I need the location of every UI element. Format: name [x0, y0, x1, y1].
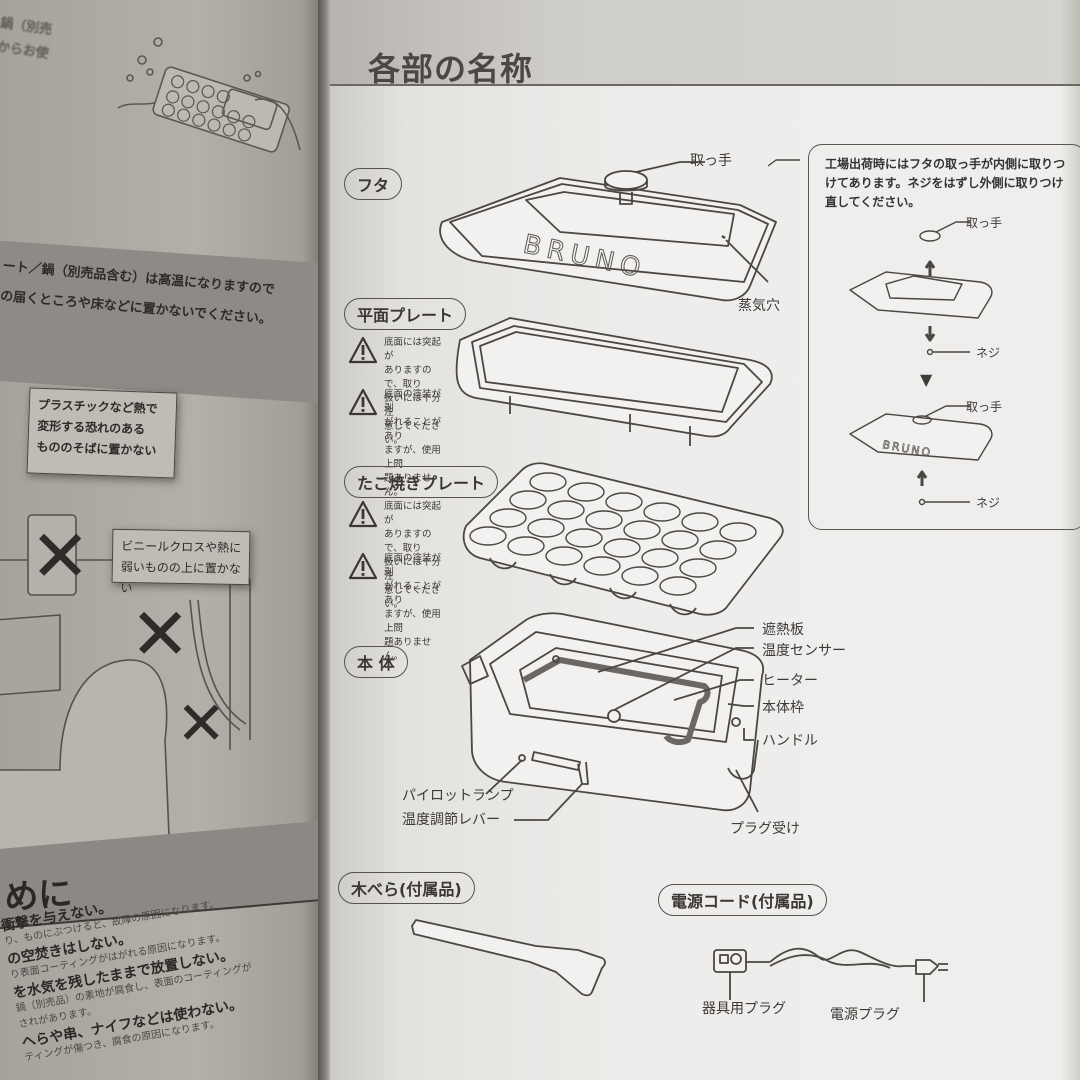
label-heater: ヒーター [762, 673, 818, 689]
power-cord-illustration [713, 947, 948, 1002]
label-temp-lever: 温度調節レバー [402, 812, 500, 828]
note-text: 工場出荷時にはフタの取っ手が内側に取りつけてあります。ネジをはずし外側に取りつけ… [825, 157, 1066, 209]
x-mark-icon: ✕ [130, 592, 191, 676]
note-label-screw-bottom: ネジ [976, 496, 1001, 510]
left-page: 鍋（別売 からお使 ート／鍋（別売品含む）は高温になりますので の届くところや床… [0, 0, 328, 1080]
right-page: 各部の名称 BRUNO [330, 0, 1080, 1080]
warning-line: がれることがあり [384, 417, 442, 442]
main-body-illustration [461, 612, 764, 821]
warning-takoyaki-plate-1: 底面には突起が ありますので、取り 扱いには十分注 意してください。 [348, 500, 442, 612]
warning-line: 底面には突起が [384, 501, 442, 526]
label-handle: ハンドル [762, 733, 818, 749]
warning-triangle-icon [348, 388, 378, 416]
table-scene-illustration [0, 514, 251, 861]
note-label-handle-top: 取っ手 [966, 216, 1003, 230]
section-pill-spatula: 木べら(付属品) [338, 872, 475, 904]
warning-text: 底面には突起が ありますので、取り 扱いには十分注 意してください。 [384, 336, 442, 448]
section-pill-body: 本 体 [344, 646, 408, 678]
note-label-screw-top: ネジ [976, 346, 1001, 360]
speech-bubble-plastic: プラスチックなど熱で 変形する恐れのある もののそばに置かない [26, 387, 178, 479]
x-mark-icon: ✕ [30, 514, 91, 598]
x-mark-icon: ✕ [176, 689, 227, 759]
page-edge-shadow [1060, 0, 1080, 1080]
parts-illustrations: BRUNO [411, 159, 993, 1002]
spatula-illustration [411, 919, 606, 997]
label-temp-sensor: 温度センサー [762, 643, 846, 659]
page-header-band [330, 0, 1080, 86]
page-title: 各部の名称 [368, 50, 534, 88]
warning-text: 底面の塗装が剥 がれることがあり ますが、使用上問 題ありません。 [384, 388, 442, 500]
warning-text: 底面には突起が ありますので、取り 扱いには十分注 意してください。 [384, 500, 442, 612]
warning-line: 扱いには十分注 [384, 393, 442, 418]
warning-triangle-icon [348, 500, 378, 528]
warning-line: 底面の塗装が剥 [384, 389, 442, 414]
warning-line: 底面には突起が [384, 337, 442, 362]
bubble-line: もののそばに置かない [36, 439, 157, 458]
warning-flat-plate-1: 底面には突起が ありますので、取り 扱いには十分注 意してください。 [348, 336, 442, 448]
label-power-plug: 電源プラグ [830, 1007, 900, 1023]
warning-line: 底面の塗装が剥 [384, 553, 442, 578]
label-heat-shield: 遮熱板 [762, 622, 804, 638]
section-pill-takoyaki-plate: たこ焼きプレート [344, 466, 499, 498]
warning-triangle-icon [348, 336, 378, 364]
warning-triangle-icon [348, 552, 378, 580]
warning-line: がれることがあり [384, 581, 442, 606]
warning-line: ますが、使用上問 [384, 609, 441, 634]
warning-line: ありますので、取り [384, 529, 432, 554]
warning-line: 題ありません。 [384, 473, 432, 498]
flat-plate-illustration [455, 317, 773, 446]
warning-line: ありますので、取り [384, 365, 432, 390]
label-body-frame: 本体枠 [762, 700, 804, 716]
warning-line: 扱いには十分注 [384, 557, 442, 582]
note-label-handle-bottom: 取っ手 [966, 400, 1003, 414]
bubble-line: ビニールクロスや熱に [121, 538, 242, 556]
section-pill-lid: フタ [344, 168, 403, 200]
warning-line: 意してください。 [384, 585, 441, 610]
label-appliance-plug: 器具用プラグ [702, 1001, 786, 1017]
book-gutter [318, 0, 332, 1080]
takoyaki-plate-illustration [462, 462, 784, 616]
warning-flat-plate-2: 底面の塗装が剥 がれることがあり ますが、使用上問 題ありません。 [348, 388, 442, 500]
washing-illustration [117, 37, 301, 153]
speech-bubble-vinyl: ビニールクロスや熱に 弱いものの上に置かない [111, 528, 251, 595]
label-steam-vent: 蒸気穴 [738, 298, 780, 314]
warning-line: ますが、使用上問 [384, 445, 441, 470]
warning-line: 意してください。 [384, 421, 441, 446]
section-pill-power-cord: 電源コード(付属品) [658, 884, 827, 916]
handle-mounting-note: 工場出荷時にはフタの取っ手が内側に取りつけてあります。ネジをはずし外側に取りつけ… [808, 144, 1080, 530]
lid-illustration: BRUNO [439, 161, 777, 302]
note-box-illustration: BRUNO [767, 159, 993, 506]
label-plug-receiver: プラグ受け [730, 821, 800, 837]
section-pill-flat-plate: 平面プレート [344, 298, 467, 330]
label-pilot-lamp: パイロットランプ [402, 788, 514, 804]
down-arrow-icon: ▼ [920, 370, 933, 389]
label-lid-handle: 取っ手 [690, 153, 732, 169]
